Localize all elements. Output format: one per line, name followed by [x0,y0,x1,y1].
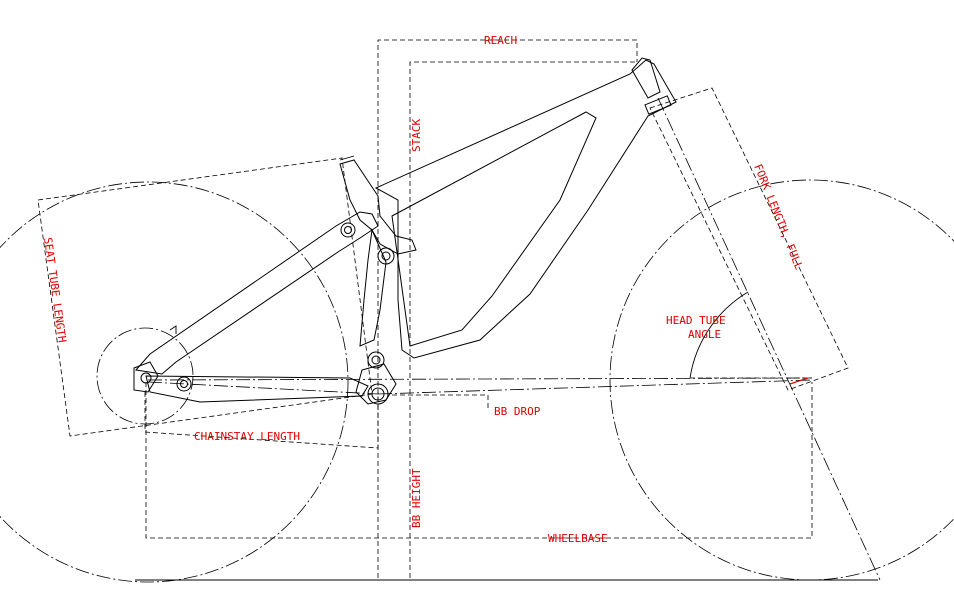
rear-axle [140,372,152,384]
steering-axis [657,97,881,581]
head-tube-angle-arc [689,291,749,379]
head-tube-angle-marker [789,377,809,385]
rear-dropout [133,361,159,393]
chainstay-dimension [144,392,379,449]
seat-tube-length-box [37,157,373,437]
fork-length-label: FORK LENGTH, FULL [751,162,805,272]
stack-dimension [409,61,637,578]
bb-front-axle-line [377,379,813,395]
reach-dimension [377,39,638,578]
shock-mount-pivot-inner [381,251,391,261]
shock-mount-pivot [377,247,395,265]
wheelbase-dimension [145,382,813,539]
bb-height-label: BB HEIGHT [410,468,423,528]
seat-tube-upper [339,159,417,255]
bb-axle-line [147,381,379,395]
pivot-points [140,222,395,405]
main-pivot [367,351,385,369]
reach-label: REACH [484,34,517,47]
chainstay-length-label: CHAINSTAY LENGTH [194,430,300,443]
chainstay-pivot [176,376,192,392]
seat-tube-length-label: SEAT TUBE LENGTH [41,237,69,344]
upper-pivot [340,222,356,238]
fork-length-box [649,87,849,391]
headset-cap [644,95,672,115]
seatstay [135,211,379,375]
brake-mount [169,325,177,334]
bb-drop-label: BB DROP [494,405,541,418]
bottom-bracket [367,383,389,405]
axle-line [147,377,813,381]
bb-drop-dimension [392,394,489,410]
seat-tube-lower [359,228,387,347]
rear-wheel-outline [0,181,349,583]
chainstay [145,375,369,403]
bottom-bracket-inner [371,387,385,401]
upper-pivot-inner [344,226,352,234]
chainstay-pivot-inner [180,380,188,388]
seat-clamp [339,155,355,161]
head-tube-angle-label-line2: ANGLE [688,328,721,341]
wheelbase-label: WHEELBASE [548,532,608,545]
main-pivot-inner [371,355,381,365]
stack-label: STACK [410,119,423,152]
front-triangle-inner [391,111,597,347]
front-triangle-outer [374,59,677,359]
head-tube-angle-label-line1: HEAD TUBE [666,314,726,327]
head-tube [631,57,661,99]
